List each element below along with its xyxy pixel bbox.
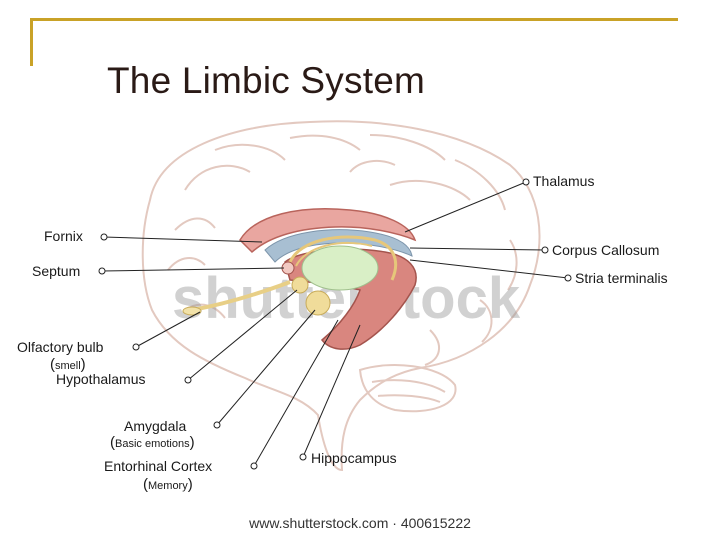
corpus-callosum-shape	[239, 208, 417, 254]
note-amygdala-text: Basic emotions	[115, 438, 190, 450]
note-olfactory: (smell)	[50, 356, 86, 373]
slide-frame-left	[30, 18, 33, 66]
note-entorhinal-text: Memory	[148, 480, 188, 492]
thalamus-shape	[301, 245, 379, 291]
note-olfactory-text: smell	[55, 360, 81, 372]
amygdala-shape	[305, 290, 331, 316]
limbic-structures	[182, 208, 417, 350]
label-entorhinal-cortex: Entorhinal Cortex	[104, 458, 212, 474]
olfactory-bulb-shape	[182, 306, 202, 316]
slide-frame-top	[30, 18, 678, 21]
label-thalamus: Thalamus	[533, 173, 594, 189]
page-title: The Limbic System	[107, 60, 425, 101]
note-amygdala: (Basic emotions)	[110, 434, 195, 451]
olfactory-tract	[191, 280, 291, 312]
label-olfactory-bulb: Olfactory bulb	[17, 339, 104, 355]
label-corpus-callosum: Corpus Callosum	[552, 242, 659, 258]
note-entorhinal: (Memory)	[143, 476, 193, 493]
hypothalamus-shape	[291, 276, 309, 294]
fornix-strand-inner	[295, 242, 373, 267]
fornix-strands	[288, 235, 398, 281]
label-amygdala: Amygdala	[124, 418, 186, 434]
source-line: www.shutterstock.com · 400615222	[249, 515, 471, 531]
leader-lines	[98, 178, 572, 470]
label-hippocampus: Hippocampus	[311, 450, 397, 466]
label-hypothalamus: Hypothalamus	[56, 371, 146, 387]
brain-outline	[141, 120, 541, 472]
label-fornix: Fornix	[44, 228, 83, 244]
label-stria-terminalis: Stria terminalis	[575, 270, 668, 286]
label-septum: Septum	[32, 263, 80, 279]
